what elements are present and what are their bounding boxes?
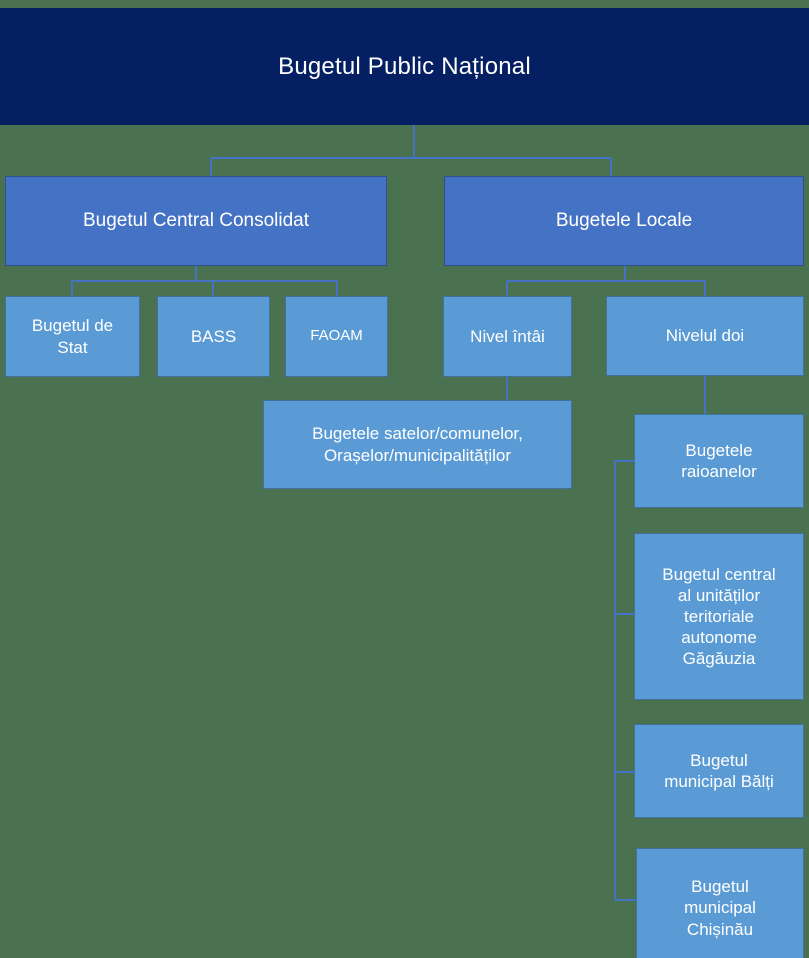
node-bugetele-satelor-comunelor[interactable]: Bugetele satelor/comunelor, Orașelor/mun… [263, 400, 572, 489]
node-bugetele-raioanelor[interactable]: Bugetele raioanelor [634, 414, 804, 508]
node-bugetele-locale[interactable]: Bugetele Locale [444, 176, 804, 266]
node-faoam[interactable]: FAOAM [285, 296, 388, 377]
node-bugetul-municipal-balti[interactable]: Bugetul municipal Bălți [634, 724, 804, 818]
node-nivelul-doi[interactable]: Nivelul doi [606, 296, 804, 376]
node-bugetul-central-gagauzia[interactable]: Bugetul central al unităților teritorial… [634, 533, 804, 700]
node-bugetul-municipal-chisinau[interactable]: Bugetul municipal Chișinău [636, 848, 804, 958]
node-bugetul-de-stat[interactable]: Bugetul de Stat [5, 296, 140, 377]
node-bugetul-central-consolidat[interactable]: Bugetul Central Consolidat [5, 176, 387, 266]
node-bugetul-public-national[interactable]: Bugetul Public Național [0, 8, 809, 125]
node-bass[interactable]: BASS [157, 296, 270, 377]
node-nivel-intai[interactable]: Nivel întâi [443, 296, 572, 377]
